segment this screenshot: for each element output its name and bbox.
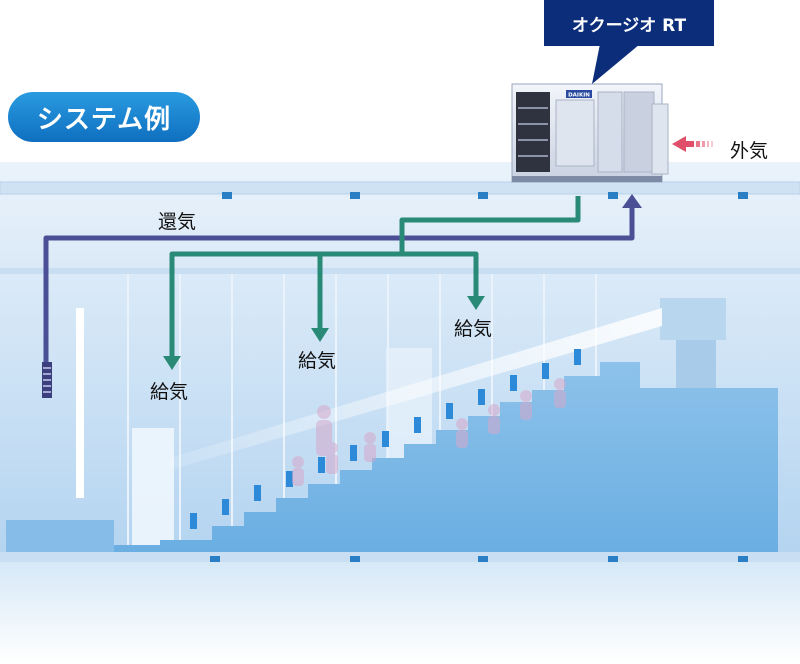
supply-arrow-2 [311, 328, 329, 342]
return-air-duct [43, 202, 635, 398]
ground-fade [0, 562, 800, 664]
ceiling-hangers [222, 192, 748, 199]
side-wall-lamp [76, 308, 84, 498]
ceiling-line [0, 268, 800, 274]
callout-pointer [592, 44, 640, 84]
floor-hangers [210, 556, 748, 562]
door [132, 428, 174, 546]
outside-air-arrow [672, 136, 713, 152]
system-example-title: システム例 [8, 92, 200, 142]
supply-arrow-1 [163, 356, 181, 370]
supply-air-label-3: 給気 [454, 318, 493, 340]
supply-arrow-3 [467, 296, 485, 310]
unit-name-callout: オクージオ RT [544, 0, 714, 46]
outside-air-label: 外気 [730, 140, 769, 162]
rooftop-unit [511, 83, 669, 183]
projector-booth [660, 298, 726, 340]
return-arrow-head [622, 194, 642, 208]
return-grille-slots [43, 367, 51, 393]
seats [190, 349, 581, 529]
unit-logo: DAIKIN [568, 93, 590, 99]
supply-branch-3 [402, 251, 479, 298]
booth-body [676, 340, 716, 388]
roof-slab [0, 181, 800, 195]
supply-air-label-2: 給気 [298, 350, 337, 372]
audience [292, 378, 566, 486]
return-air-label: 還気 [158, 211, 197, 233]
supply-air-label-1: 給気 [150, 381, 189, 403]
floor-slab [0, 552, 800, 562]
seating-tiers [110, 362, 778, 554]
projection-beam [170, 308, 662, 470]
front-stage [6, 520, 114, 554]
supply-air-duct [169, 196, 581, 358]
